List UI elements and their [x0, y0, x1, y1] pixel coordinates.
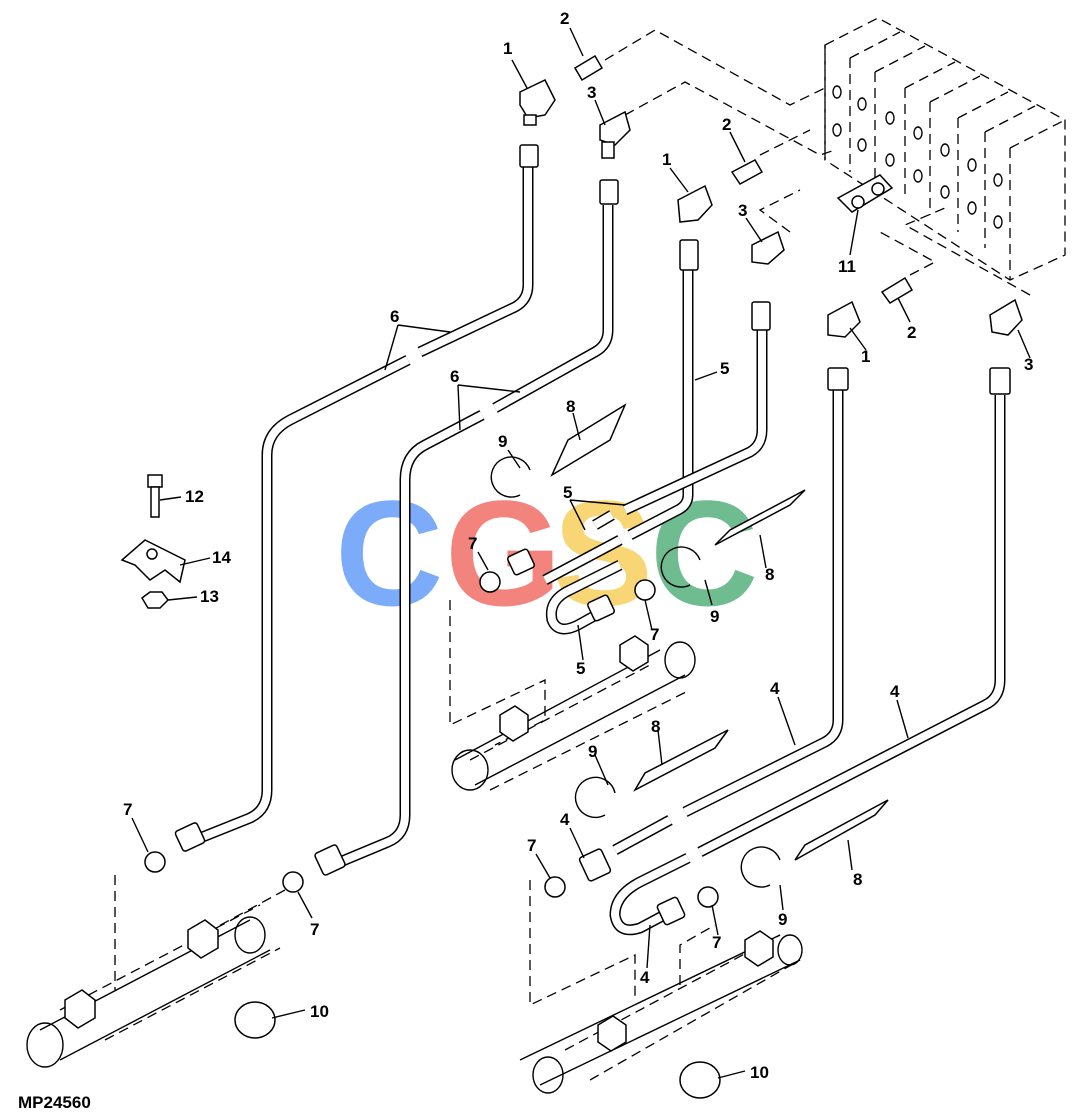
- adapter-fitting-7f: [697, 886, 719, 908]
- callout-9: 9: [498, 432, 507, 451]
- callout-1: 1: [503, 39, 512, 58]
- callout-5: 5: [563, 483, 572, 502]
- hose-clamp-9a: [490, 456, 531, 498]
- callout-9: 9: [778, 910, 787, 929]
- hose-guard-8a: [550, 403, 627, 477]
- watermark: C G S C: [335, 469, 758, 637]
- elbow-fitting-1b: [677, 184, 713, 223]
- bracket-11: [836, 174, 894, 213]
- callout-2: 2: [560, 9, 569, 28]
- callout-7: 7: [527, 836, 536, 855]
- callout-6: 6: [450, 367, 459, 386]
- adapter-fitting-2b: [730, 159, 764, 185]
- callout-4: 4: [560, 810, 570, 829]
- callout-10: 10: [750, 1063, 769, 1082]
- callout-4: 4: [640, 968, 650, 987]
- adapter-fitting-2c: [880, 276, 914, 304]
- hose-guard-8c: [633, 729, 729, 792]
- callout-2: 2: [907, 323, 916, 342]
- elbow-fitting-3c: [989, 298, 1023, 336]
- adapter-fitting-2a: [573, 54, 604, 82]
- hose-clamp-9d: [740, 846, 781, 888]
- cylinders: [26, 635, 803, 1094]
- callout-13: 13: [200, 587, 219, 606]
- elbow-fitting-3a: [599, 110, 631, 146]
- callout-8: 8: [853, 870, 862, 889]
- callout-9: 9: [588, 742, 597, 761]
- callout-4: 4: [770, 679, 780, 698]
- callout-14: 14: [212, 548, 231, 567]
- callout-10: 10: [310, 1002, 329, 1021]
- callout-7: 7: [310, 920, 319, 939]
- callout-7: 7: [712, 933, 721, 952]
- callout-5: 5: [576, 659, 585, 678]
- callout-2: 2: [722, 115, 731, 134]
- callout-numbers: 1 2 3 2 1 3 11 1 2 3 6 6 5 8 9 5 12 14 1…: [123, 9, 1033, 1082]
- callout-8: 8: [765, 565, 774, 584]
- adapter-fitting-7b: [282, 871, 304, 893]
- band-clamp-10a: [234, 1001, 276, 1039]
- callout-1: 1: [662, 150, 671, 169]
- callout-9: 9: [710, 607, 719, 626]
- leader-lines: [131, 27, 1031, 1079]
- callout-12: 12: [185, 487, 204, 506]
- watermark-letter-1: C: [335, 469, 443, 637]
- hose-guard-8b: [714, 489, 806, 546]
- elbow-fitting-1a: [519, 79, 556, 119]
- callout-3: 3: [738, 201, 747, 220]
- hose-guard-8d: [794, 799, 889, 861]
- callout-7: 7: [123, 800, 132, 819]
- watermark-letter-2: G: [445, 469, 562, 637]
- callout-5: 5: [720, 359, 729, 378]
- hose-clamp-9c: [574, 776, 616, 819]
- band-clamp-10b: [679, 1061, 721, 1099]
- adapter-fitting-7a: [144, 851, 166, 873]
- bolt-12: [147, 474, 163, 488]
- hydraulic-tubes: [192, 165, 1006, 936]
- watermark-letter-4: C: [650, 469, 758, 637]
- connection-lines: [59, 29, 1031, 1081]
- drawing-number: MP24560: [18, 1093, 91, 1112]
- callout-3: 3: [1024, 355, 1033, 374]
- clamp-bracket-14: [120, 539, 186, 584]
- callout-6: 6: [390, 307, 399, 326]
- lock-nut-13: [141, 591, 169, 609]
- callout-7: 7: [468, 534, 477, 553]
- callout-8: 8: [566, 397, 575, 416]
- callout-3: 3: [587, 83, 596, 102]
- fittings: [120, 54, 1023, 1099]
- elbow-fitting-1c: [827, 300, 861, 338]
- callout-4: 4: [890, 682, 900, 701]
- adapter-fitting-7c: [479, 571, 501, 593]
- callout-7: 7: [650, 625, 659, 644]
- callout-11: 11: [838, 257, 856, 276]
- control-valve-block: [824, 17, 1066, 281]
- callout-1: 1: [861, 347, 870, 366]
- elbow-fitting-3b: [751, 230, 785, 265]
- callout-8: 8: [651, 717, 660, 736]
- adapter-fitting-7d: [634, 579, 656, 601]
- hose-clamp-9b: [660, 546, 701, 588]
- adapter-fitting-7e: [544, 876, 566, 898]
